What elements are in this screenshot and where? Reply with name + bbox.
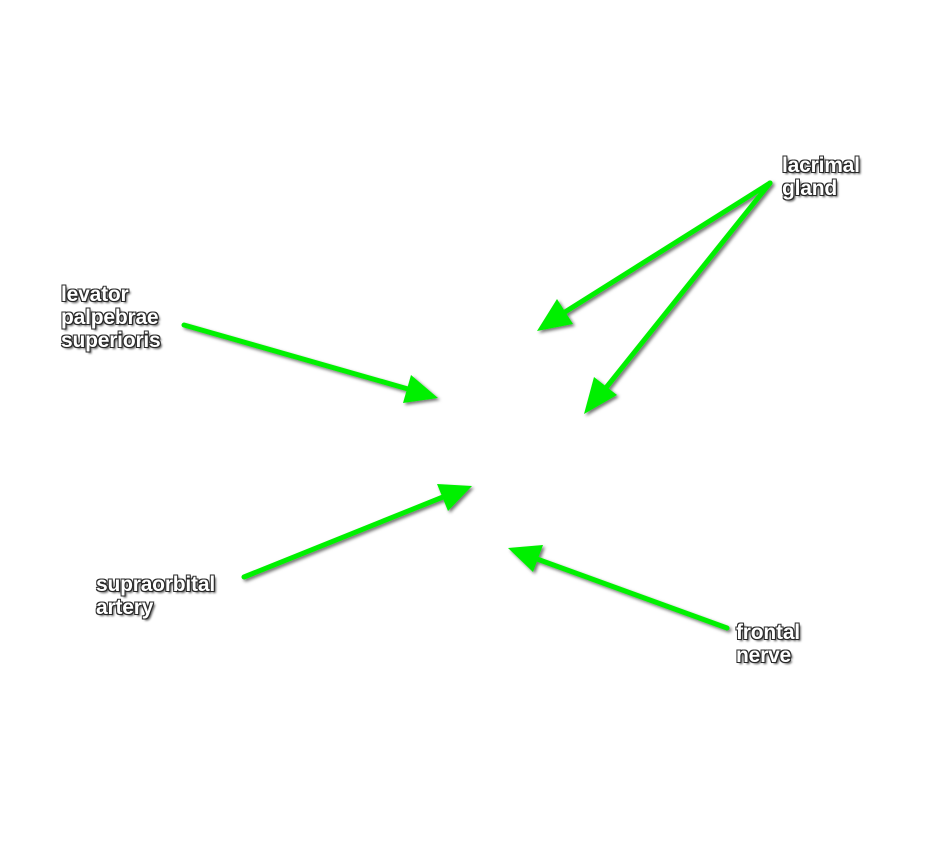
- label-supraorbital-artery: supraorbital artery: [96, 573, 215, 619]
- label-line: gland: [782, 177, 837, 200]
- label-line: superioris: [61, 329, 161, 352]
- label-line: artery: [96, 596, 154, 619]
- arrow-supraorbital-artery: [241, 484, 472, 580]
- arrow-lacrimal-gland-upper: [537, 180, 773, 331]
- arrow-frontal-nerve: [508, 545, 730, 631]
- label-line: lacrimal: [782, 154, 860, 177]
- label-line: frontal: [736, 621, 800, 644]
- label-line: nerve: [736, 644, 792, 667]
- arrow-lacrimal-gland-lower: [584, 180, 773, 414]
- arrow-levator-palpebrae-superioris: [181, 322, 438, 403]
- label-lacrimal-gland: lacrimal gland: [782, 154, 860, 200]
- label-levator-palpebrae-superioris: levator palpebrae superioris: [61, 283, 161, 352]
- label-line: supraorbital: [96, 573, 215, 596]
- label-line: palpebrae: [61, 306, 159, 329]
- label-line: levator: [61, 283, 129, 306]
- label-frontal-nerve: frontal nerve: [736, 621, 800, 667]
